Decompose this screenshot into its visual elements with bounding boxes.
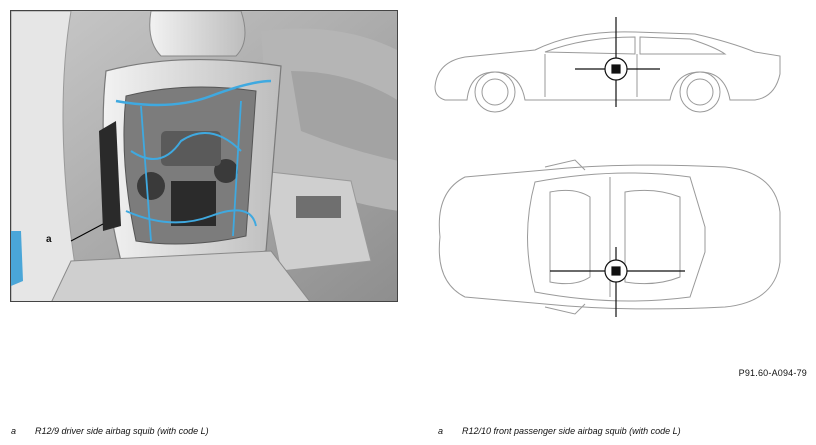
seat-photo [10, 10, 398, 302]
legend-item-driver: a R12/9 driver side airbag squib (with co… [11, 426, 209, 436]
figure-reference-code: P91.60-A094-79 [738, 368, 807, 378]
legend-text: R12/9 driver side airbag squib (with cod… [35, 426, 209, 436]
legend-key: a [438, 426, 444, 436]
callout-label-a: a [46, 234, 52, 245]
location-marker-side [575, 17, 660, 107]
legend-key: a [11, 426, 17, 436]
top-view-car [438, 159, 781, 315]
side-view-car [434, 31, 781, 113]
legend-text: R12/10 front passenger side airbag squib… [462, 426, 681, 436]
vehicle-location-diagram [425, 12, 805, 322]
vehicle-diagram-svg [434, 17, 781, 317]
seat-back-illustration [11, 11, 397, 301]
location-marker-top [550, 247, 685, 317]
legend-item-passenger: a R12/10 front passenger side airbag squi… [438, 426, 681, 436]
